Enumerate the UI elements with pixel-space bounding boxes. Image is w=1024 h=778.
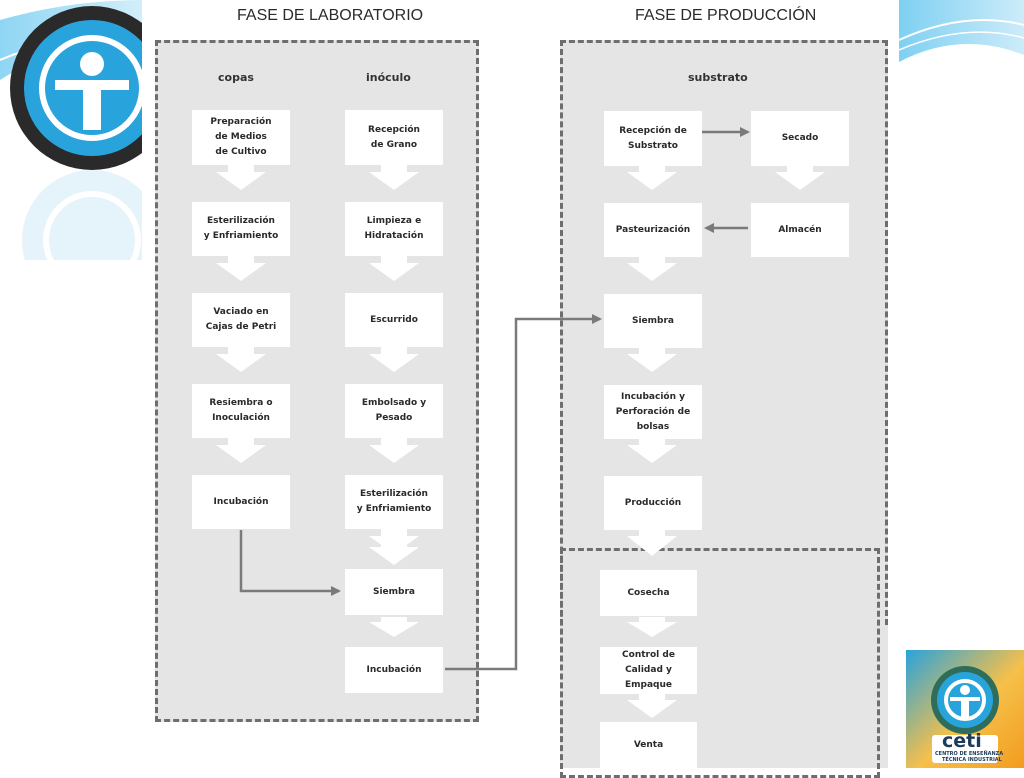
lab-phase-frame bbox=[155, 40, 479, 722]
step-resiembra: Resiembra o Inoculación bbox=[192, 384, 290, 438]
step-esterilizacion-copas: Esterilización y Enfriamiento bbox=[192, 202, 290, 256]
ceti-emblem-watermark bbox=[10, 6, 142, 260]
step-limpieza-hidratacion: Limpieza e Hidratación bbox=[345, 202, 443, 256]
block-arrow-down bbox=[627, 694, 677, 718]
step-pasteurizacion: Pasteurización bbox=[604, 203, 702, 257]
block-arrow-down bbox=[216, 438, 266, 463]
step-secado: Secado bbox=[751, 111, 849, 166]
ceti-logo-graphic bbox=[906, 650, 1024, 768]
block-arrow-down bbox=[216, 256, 266, 281]
step-escurrido: Escurrido bbox=[345, 293, 443, 347]
step-vaciado-cajas: Vaciado en Cajas de Petri bbox=[192, 293, 290, 347]
step-almacen: Almacén bbox=[751, 203, 849, 257]
block-arrow-down bbox=[216, 347, 266, 372]
step-siembra-inoculo: Siembra bbox=[345, 569, 443, 615]
step-control-calidad: Control de Calidad y Empaque bbox=[600, 647, 697, 694]
lab-phase-title: FASE DE LABORATORIO bbox=[237, 7, 424, 24]
block-arrow-down bbox=[775, 166, 825, 190]
ceti-logo-subtitle-2: TÉCNICA INDUSTRIAL bbox=[942, 757, 1002, 763]
copas-column-title: copas bbox=[218, 71, 254, 84]
block-arrow-down bbox=[369, 347, 419, 372]
block-arrow-down bbox=[627, 530, 677, 556]
step-cosecha: Cosecha bbox=[600, 570, 697, 616]
block-arrow-down bbox=[369, 540, 419, 565]
block-arrow-down bbox=[627, 439, 677, 463]
step-esterilizacion-inoculo: Esterilización y Enfriamiento bbox=[345, 475, 443, 529]
step-incubacion-inoculo: Incubación bbox=[345, 647, 443, 693]
step-venta: Venta bbox=[600, 722, 697, 768]
ceti-logo-subtitle-1: CENTRO DE ENSEÑANZA bbox=[935, 751, 1004, 757]
step-embolsado-pesado: Embolsado y Pesado bbox=[345, 384, 443, 438]
block-arrow-down bbox=[627, 348, 677, 372]
substrato-column-title: substrato bbox=[688, 71, 748, 84]
step-recepcion-substrato: Recepción de Substrato bbox=[604, 111, 702, 166]
block-arrow-down bbox=[369, 165, 419, 190]
inoculo-column-title: inóculo bbox=[366, 71, 411, 84]
step-preparacion-medios: Preparación de Medios de Cultivo bbox=[192, 110, 290, 165]
step-siembra-substrato: Siembra bbox=[604, 294, 702, 348]
block-arrow-down bbox=[627, 257, 677, 281]
block-arrow-down bbox=[627, 166, 677, 190]
connector-arrow bbox=[239, 530, 341, 596]
block-arrow-down bbox=[369, 617, 419, 637]
block-arrow-down bbox=[369, 256, 419, 281]
block-arrow-down bbox=[216, 165, 266, 190]
connector-arrow bbox=[445, 314, 602, 671]
swoosh-right-decoration bbox=[899, 0, 1024, 62]
step-produccion: Producción bbox=[604, 476, 702, 530]
block-arrow-down bbox=[369, 438, 419, 463]
production-phase-frame bbox=[560, 40, 888, 625]
step-incubacion-copas: Incubación bbox=[192, 475, 290, 529]
ceti-logo: ceti CENTRO DE ENSEÑANZA TÉCNICA INDUSTR… bbox=[906, 650, 1024, 768]
block-arrow-down bbox=[627, 617, 677, 637]
ceti-logo-name: ceti bbox=[942, 730, 982, 752]
step-recepcion-grano: Recepción de Grano bbox=[345, 110, 443, 165]
production-phase-title: FASE DE PRODUCCIÓN bbox=[635, 7, 817, 24]
step-incubacion-perforacion: Incubación y Perforación de bolsas bbox=[604, 385, 702, 439]
